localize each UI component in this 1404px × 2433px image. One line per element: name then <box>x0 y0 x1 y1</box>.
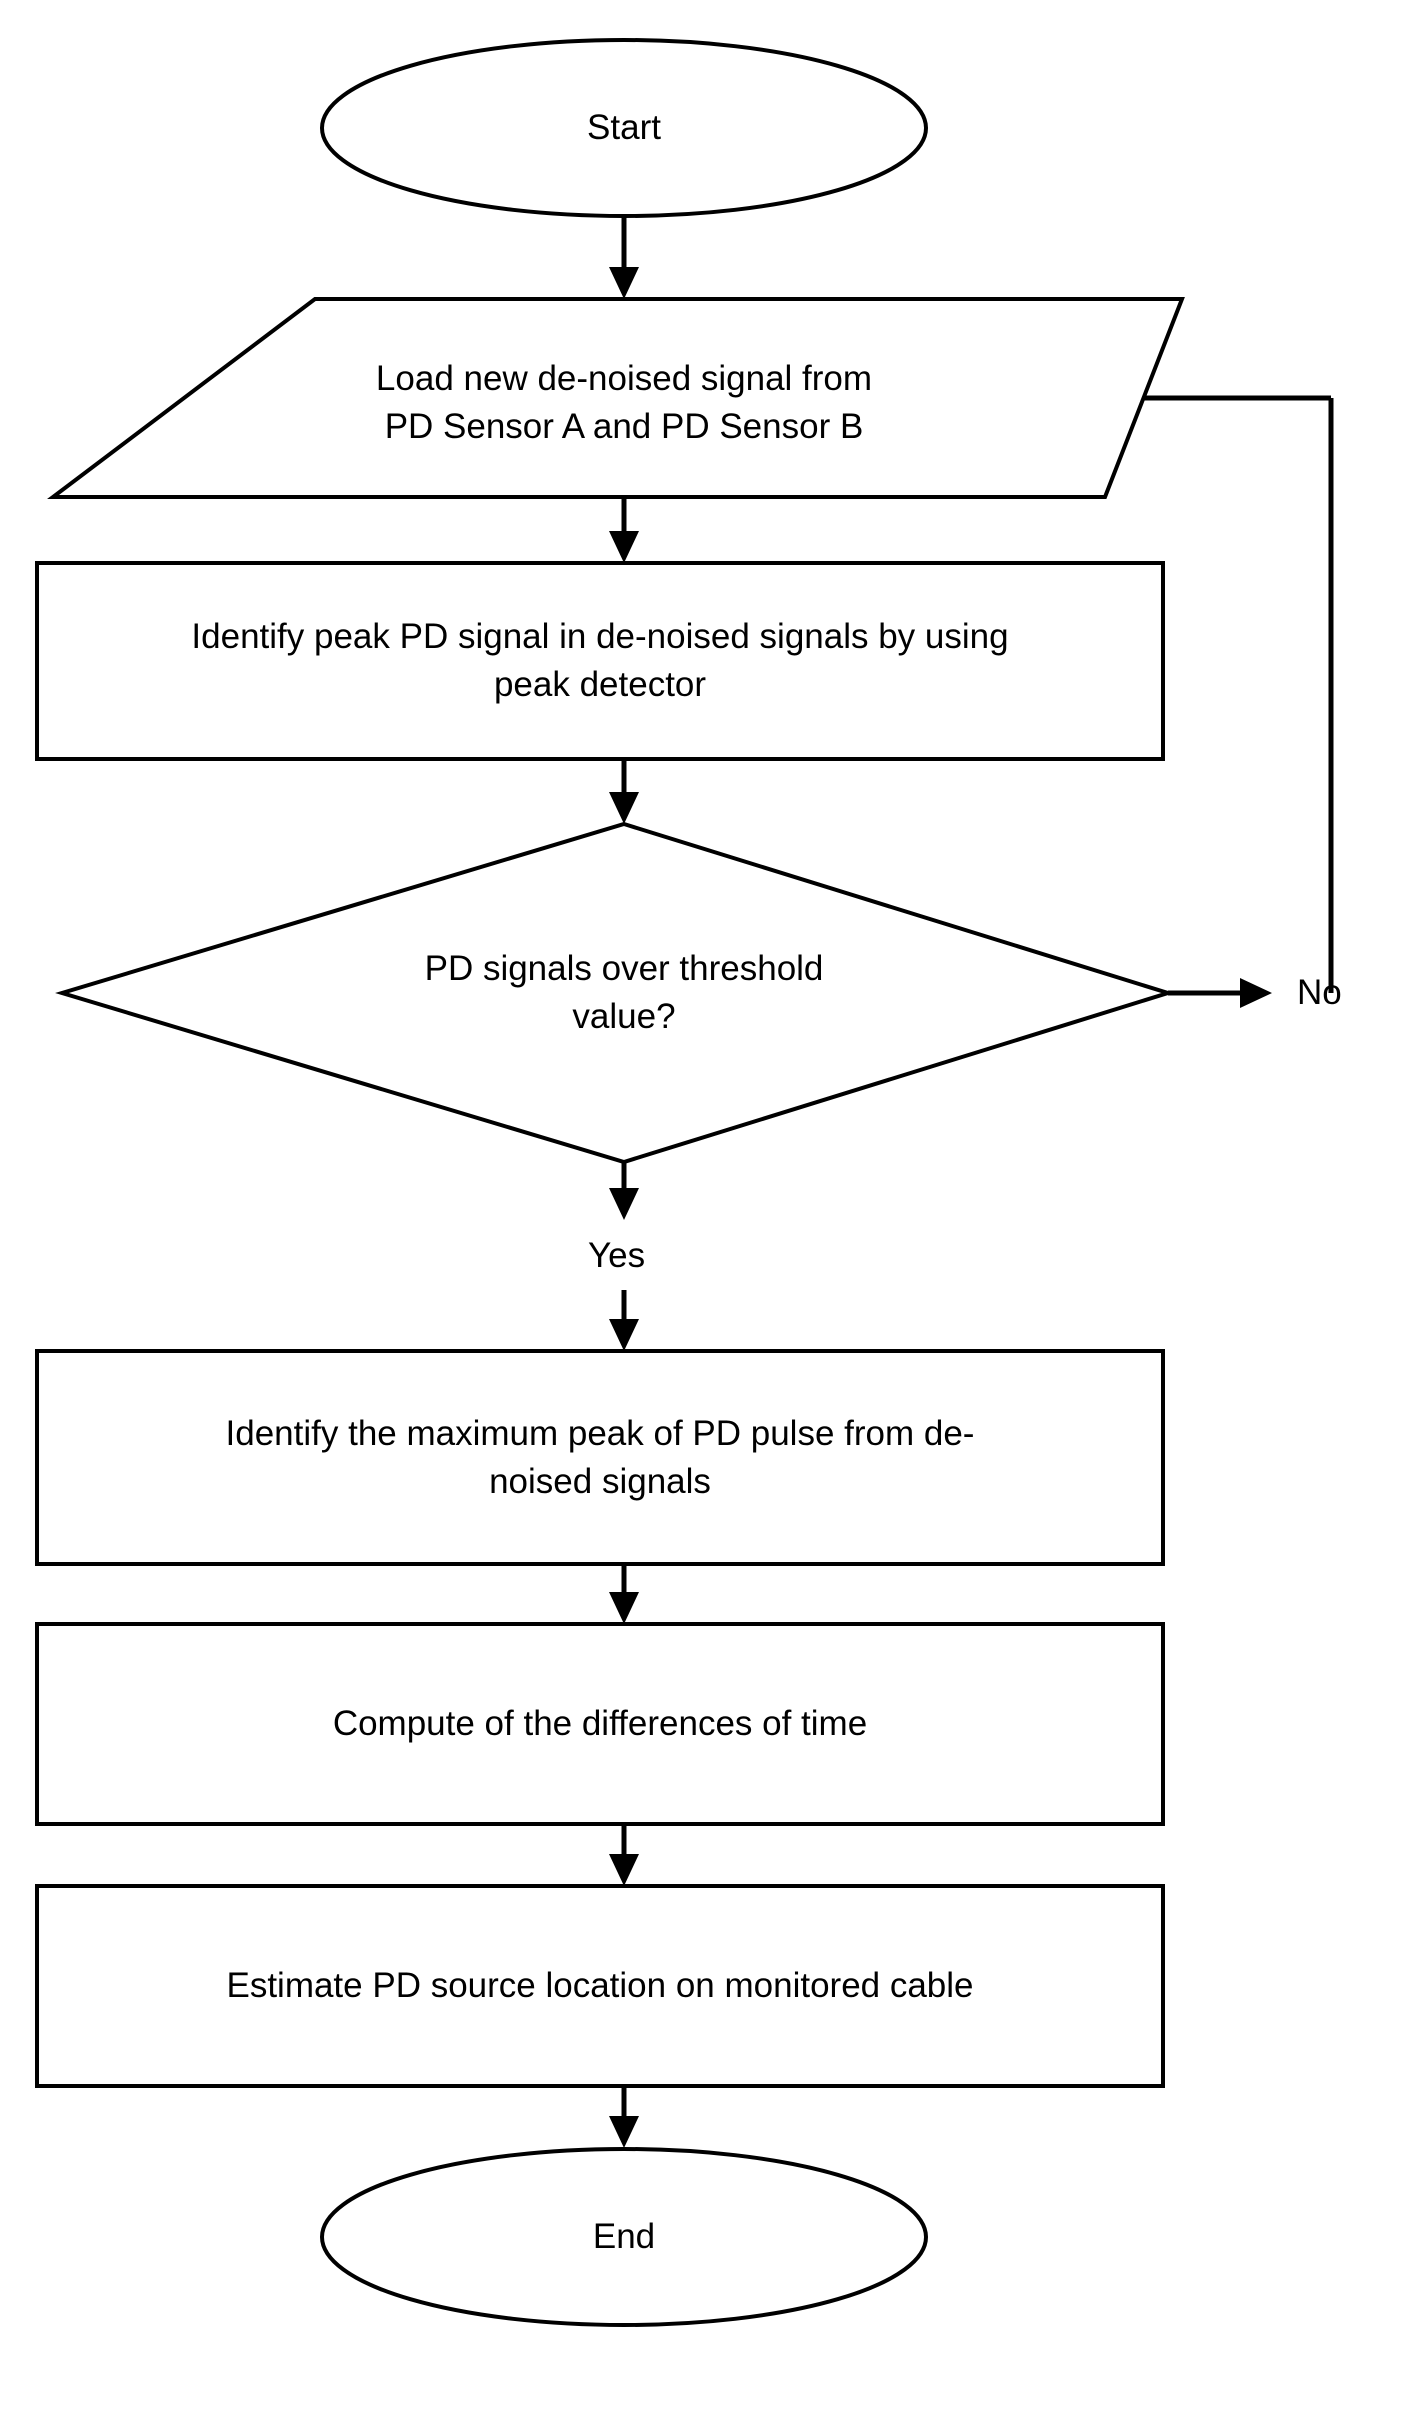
edge-identify-to-decision <box>609 758 639 824</box>
node-start-shape[interactable] <box>320 38 928 218</box>
edge-load-to-identify <box>609 497 639 563</box>
node-compute-shape[interactable] <box>35 1622 1165 1826</box>
node-maxpeak-shape[interactable] <box>35 1349 1165 1566</box>
edge-decision-to-maxpeak-yes <box>609 1162 639 1351</box>
edge-label-yes: Yes <box>588 1236 646 1275</box>
node-end-shape[interactable] <box>320 2147 928 2327</box>
edge-maxpeak-to-compute <box>609 1563 639 1624</box>
edge-label-no: No <box>1297 973 1342 1012</box>
node-identify-shape[interactable] <box>35 561 1165 761</box>
edge-estimate-to-end <box>609 2086 639 2148</box>
node-decision-shape[interactable] <box>55 821 1175 1165</box>
node-estimate-shape[interactable] <box>35 1884 1165 2088</box>
node-load-shape[interactable] <box>47 297 1185 499</box>
edge-start-to-load <box>609 215 639 299</box>
edge-compute-to-estimate <box>609 1824 639 1886</box>
